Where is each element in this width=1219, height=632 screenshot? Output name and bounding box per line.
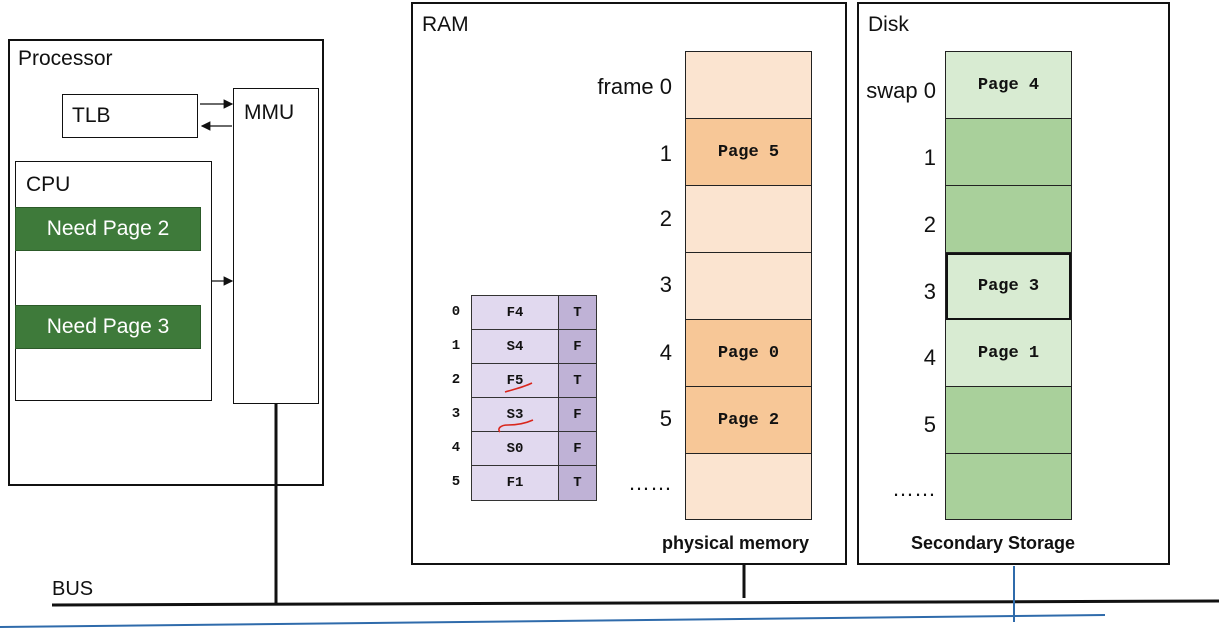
swap-label-0: swap 0 (866, 78, 936, 103)
page-table-valid-bit: F (559, 398, 596, 431)
cpu-label: CPU (26, 173, 71, 196)
need-page-3-request: Need Page 3 (15, 305, 201, 349)
page-table-valid-bit: T (559, 466, 596, 500)
red-underline-f5 (504, 382, 533, 393)
swap-label-1: 1 (923, 145, 936, 170)
page-table-location: S4 (472, 330, 559, 363)
frame-label-4: 4 (659, 340, 672, 365)
page-table-row-4: S0 F (472, 432, 596, 466)
frame-label-5: 5 (659, 406, 672, 431)
frame-3 (686, 253, 811, 320)
tlb-box (62, 94, 198, 138)
page-table-location: S3 (472, 398, 559, 431)
need-page-2-request: Need Page 2 (15, 207, 201, 251)
frame-label-1: 1 (659, 141, 672, 166)
page-table-valid-bit: T (559, 296, 596, 329)
frame-4: Page 0 (686, 320, 811, 387)
page-table-row-0: F4 T (472, 296, 596, 330)
page-table-location: F1 (472, 466, 559, 500)
page-table-valid-bit: T (559, 364, 596, 397)
page-table-row-5: F1 T (472, 466, 596, 500)
page-table-index-4: 4 (451, 440, 461, 456)
red-underline-s3 (498, 419, 534, 433)
page-table-row-3: S3 F (472, 398, 596, 432)
frame-label-3: 3 (659, 272, 672, 297)
frame-1: Page 5 (686, 119, 811, 186)
page-table-row-2: F5 T (472, 364, 596, 398)
swap-ellipsis: …… (892, 476, 936, 501)
page-table-index-1: 1 (451, 338, 461, 354)
page-table-index-3: 3 (451, 406, 461, 422)
secondary-storage-caption: Secondary Storage (911, 533, 1076, 553)
page-table-location: F5 (472, 364, 559, 397)
swap-slot-2 (946, 186, 1071, 253)
swap-label-5: 5 (923, 412, 936, 437)
processor-label: Processor (18, 47, 113, 70)
page-table-index-2: 2 (451, 372, 461, 388)
swap-slot-5 (946, 387, 1071, 454)
tlb-label: TLB (72, 104, 111, 127)
blue-horizontal-line (0, 614, 1106, 628)
page-table-valid-bit: F (559, 432, 596, 465)
mmu-box (233, 88, 319, 404)
bus-label: BUS (52, 578, 94, 600)
frame-label-0: frame 0 (597, 74, 672, 99)
frame-6 (686, 454, 811, 518)
page-table: F4 T S4 F F5 T S3 F S0 F F1 T (471, 295, 597, 501)
page-table-row-1: S4 F (472, 330, 596, 364)
swap-slot-1 (946, 119, 1071, 186)
swap-label-4: 4 (923, 345, 936, 370)
mmu-label: MMU (244, 101, 295, 124)
page-table-index-5: 5 (451, 474, 461, 490)
swap-slot-3: Page 3 (946, 253, 1071, 320)
cpu-box (15, 161, 212, 401)
page-table-location: S0 (472, 432, 559, 465)
frame-5: Page 2 (686, 387, 811, 454)
swap-label-2: 2 (923, 212, 936, 237)
swap-slot-6 (946, 454, 1071, 518)
swap-column: Page 4 Page 3 Page 1 (945, 51, 1072, 520)
frame-0 (686, 52, 811, 119)
swap-label-3: 3 (923, 279, 936, 304)
page-table-index-0: 0 (451, 304, 461, 320)
page-table-valid-bit: F (559, 330, 596, 363)
bus-line (51, 599, 1219, 607)
physical-memory-caption: physical memory (662, 533, 810, 553)
ram-label: RAM (422, 13, 469, 36)
swap-slot-0: Page 4 (946, 52, 1071, 119)
disk-label: Disk (868, 13, 909, 36)
frame-label-2: 2 (659, 206, 672, 231)
frame-ellipsis: …… (628, 470, 672, 495)
physical-memory-column: Page 5 Page 0 Page 2 (685, 51, 812, 520)
frame-2 (686, 186, 811, 253)
page-table-location: F4 (472, 296, 559, 329)
swap-slot-4: Page 1 (946, 320, 1071, 387)
